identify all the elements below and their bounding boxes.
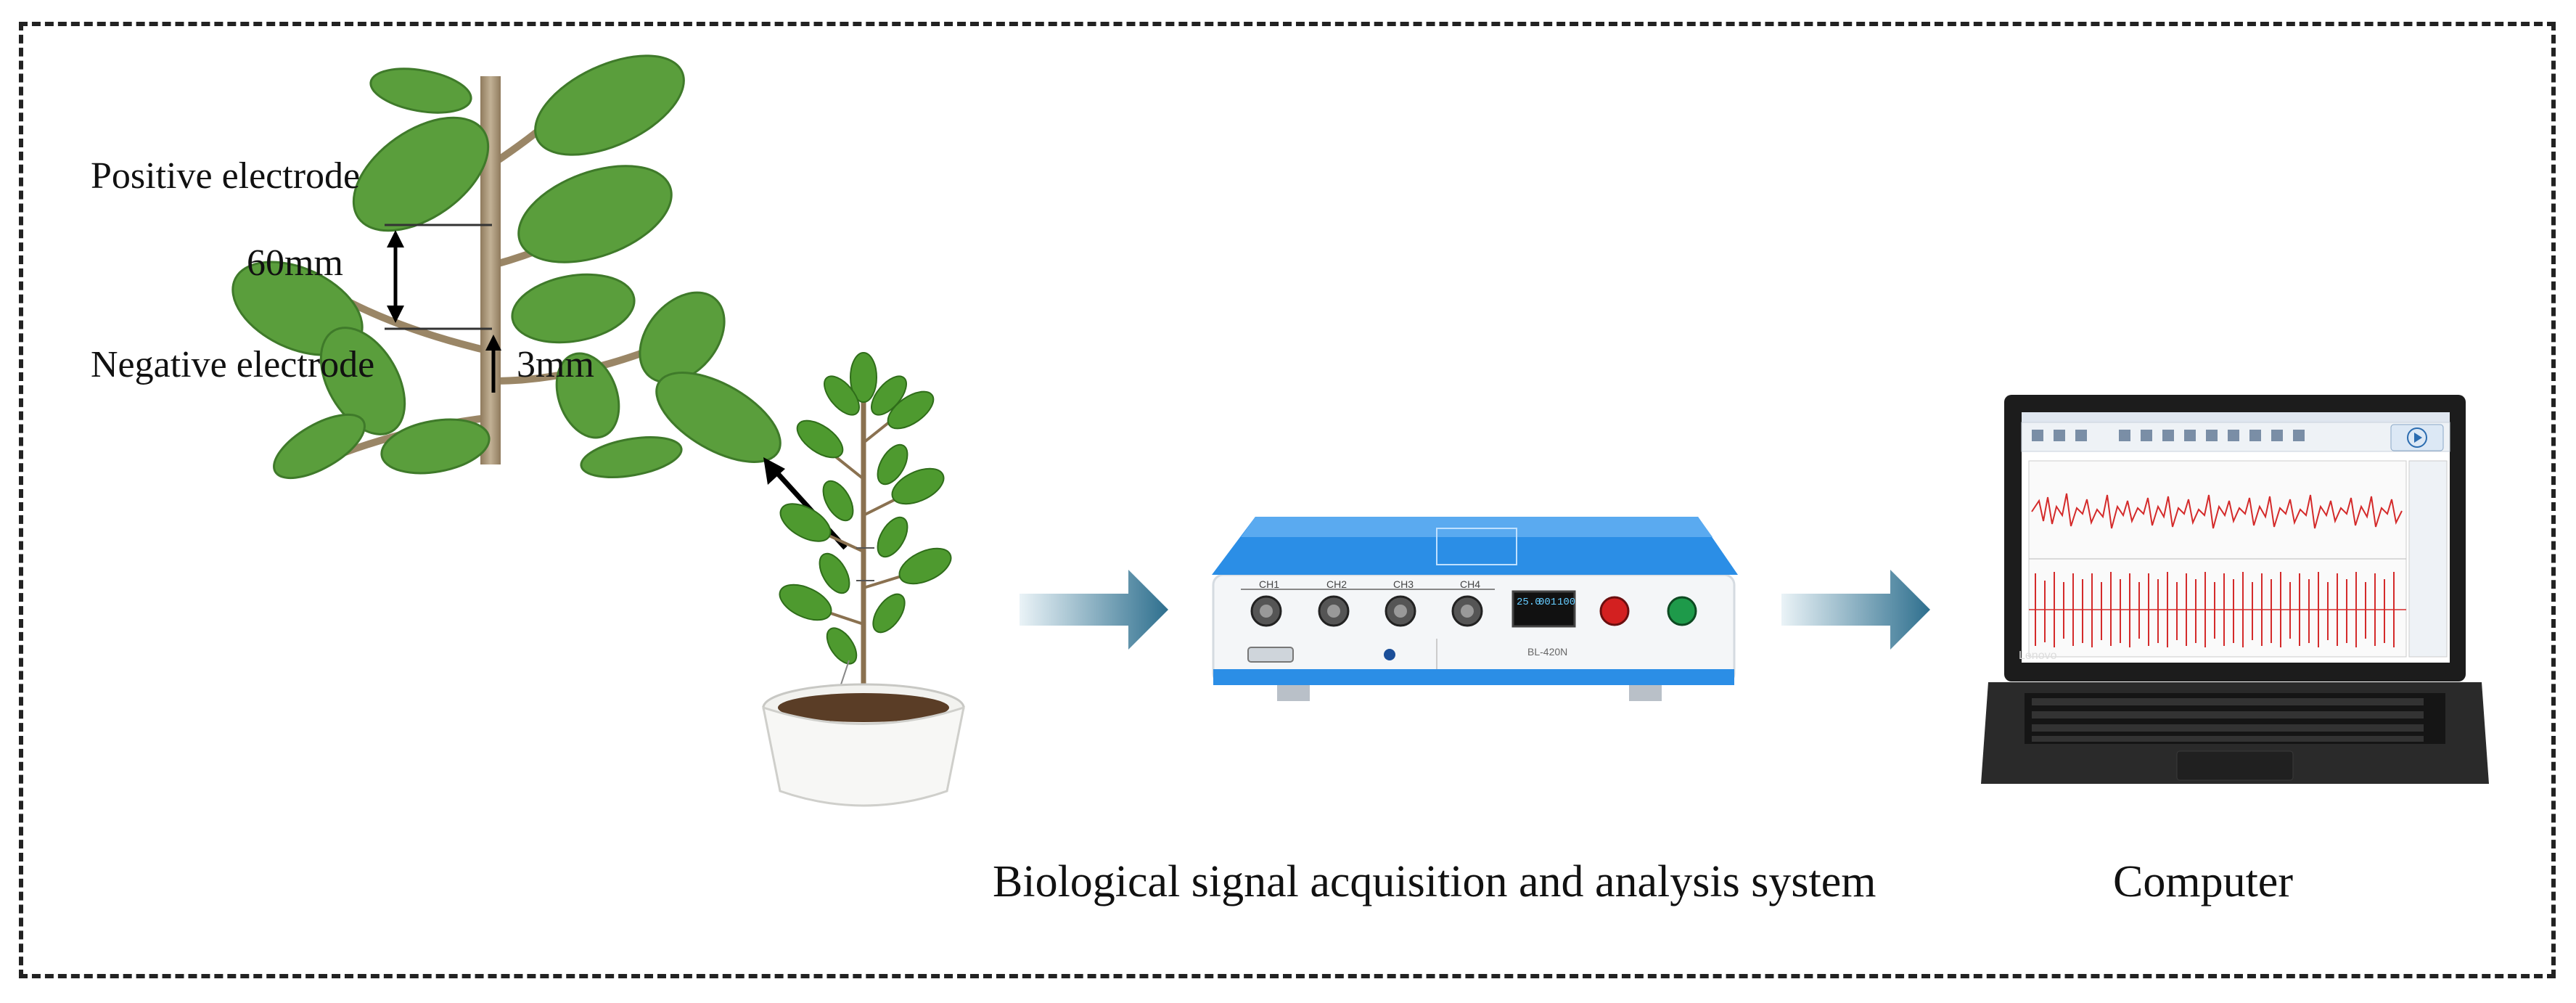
device-channel-label-3: CH3 [1393,578,1414,590]
device-display-value-3: 100 [1557,597,1576,608]
device-model-label: BL-420N [1527,646,1568,658]
device-channel-label-2: CH2 [1326,578,1348,590]
device-display-value-2: 001 [1538,597,1557,608]
distance-label: 60mm [247,242,343,284]
device-display-value-1: 25.0 [1517,597,1541,608]
laptop-illustration [1981,395,2489,784]
positive-electrode-label: Positive electrode [91,155,361,197]
potted-plant-illustration [762,352,965,807]
offset-label: 3mm [517,344,594,385]
stem-closeup-illustration [231,54,782,480]
computer-label: Computer [2113,857,2293,906]
negative-electrode-label: Negative electrode [91,344,375,385]
diagram-frame [19,22,2556,978]
flow-arrow-1 [1020,570,1168,650]
laptop-brand-label: Lenovo [2019,650,2057,662]
flow-arrow-2 [1781,570,1930,650]
device-channel-label-1: CH1 [1259,578,1280,590]
device-channel-label-4: CH4 [1460,578,1481,590]
acquisition-device-illustration [1212,517,1738,701]
acquisition-system-label: Biological signal acquisition and analys… [993,857,1876,906]
